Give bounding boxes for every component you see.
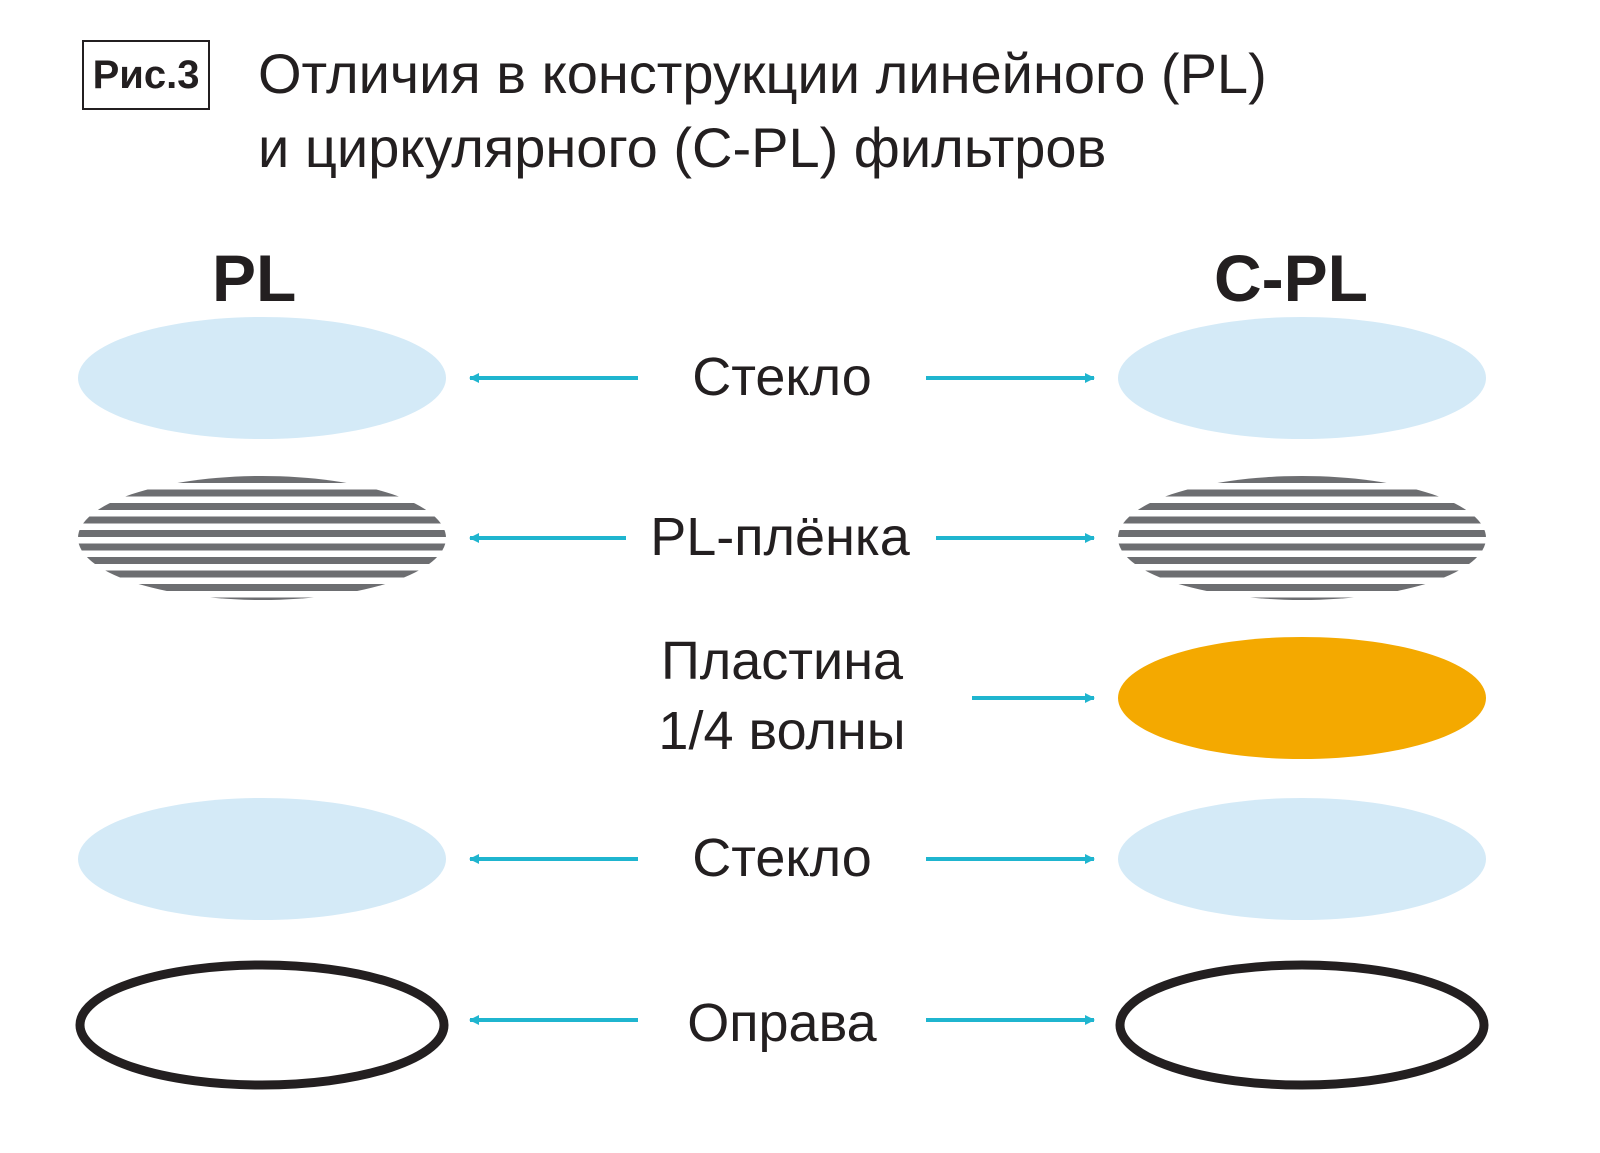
film-stripe bbox=[1118, 543, 1486, 551]
film-stripe bbox=[78, 516, 446, 524]
frame-ring-pl bbox=[75, 960, 449, 1090]
film-stripe bbox=[1118, 597, 1486, 600]
glass-layer-cpl-top bbox=[1118, 317, 1486, 439]
pl-film-layer-cpl bbox=[1118, 476, 1486, 600]
column-header-cpl: C-PL bbox=[1214, 241, 1368, 315]
film-stripe bbox=[1118, 476, 1486, 483]
film-stripe bbox=[1118, 489, 1486, 497]
film-stripe bbox=[1118, 557, 1486, 564]
label-frame: Оправа bbox=[687, 993, 877, 1053]
glass-layer-cpl-bottom bbox=[1118, 798, 1486, 920]
label-quarter-wave-line1: Пластина bbox=[660, 631, 904, 691]
film-stripe bbox=[1118, 584, 1486, 591]
label-glass-top: Стекло bbox=[692, 347, 872, 407]
pl-film-layer-pl bbox=[78, 476, 446, 600]
film-stripe bbox=[78, 584, 446, 591]
label-glass-bottom: Стекло bbox=[692, 828, 872, 888]
film-stripe bbox=[78, 557, 446, 564]
film-stripe bbox=[78, 543, 446, 551]
film-stripe bbox=[78, 503, 446, 510]
film-stripe bbox=[78, 489, 446, 497]
frame-ring-cpl bbox=[1115, 960, 1489, 1090]
film-stripe bbox=[1118, 530, 1486, 537]
column-header-pl: PL bbox=[212, 241, 297, 315]
figure-title-line2: и циркулярного (C-PL) фильтров bbox=[258, 116, 1107, 179]
figure-label: Рис.3 bbox=[82, 40, 210, 110]
film-stripe bbox=[78, 530, 446, 537]
film-stripe bbox=[78, 570, 446, 578]
quarter-wave-plate-cpl bbox=[1118, 637, 1486, 759]
film-stripe bbox=[1118, 516, 1486, 524]
glass-layer-pl-top bbox=[78, 317, 446, 439]
label-pl-film: PL-плёнка bbox=[650, 507, 910, 567]
film-stripe bbox=[78, 476, 446, 483]
label-quarter-wave-line2: 1/4 волны bbox=[658, 701, 906, 761]
film-stripe bbox=[1118, 570, 1486, 578]
film-stripe bbox=[78, 597, 446, 600]
glass-layer-pl-bottom bbox=[78, 798, 446, 920]
figure-title-line1: Отличия в конструкции линейного (PL) bbox=[258, 42, 1267, 105]
film-stripe bbox=[1118, 503, 1486, 510]
